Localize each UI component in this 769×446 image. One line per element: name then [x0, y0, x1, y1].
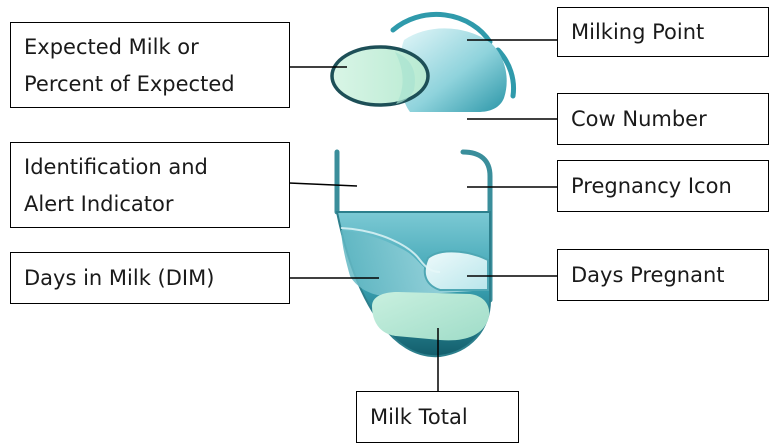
cow-number-label: Cow Number: [557, 93, 769, 145]
milking-point-icon: [390, 11, 516, 112]
oval-highlight: [395, 52, 416, 104]
leader-lines: [288, 39, 557, 391]
milking-point-label-text: Milking Point: [571, 20, 705, 44]
milk-total-shape: [372, 292, 490, 341]
cow-number-label-text: Cow Number: [571, 107, 707, 131]
days-pregnant-shape: [423, 250, 489, 291]
identification-label-line2: Alert Indicator: [24, 192, 174, 216]
identification-label: Identification and Alert Indicator: [10, 142, 290, 228]
milk-total-label-text: Milk Total: [370, 405, 468, 429]
days-in-milk-label: Days in Milk (DIM): [10, 252, 290, 304]
milking-point-label: Milking Point: [557, 7, 769, 57]
days-pregnant-label-text: Days Pregnant: [571, 263, 725, 287]
days-pregnant-label: Days Pregnant: [557, 249, 769, 301]
milk-total-label: Milk Total: [356, 391, 519, 443]
cow-cup-icon: [334, 149, 493, 358]
expected-milk-label: Expected Milk or Percent of Expected: [10, 22, 290, 108]
leader-identification: [288, 182, 358, 187]
pregnancy-icon-label: Pregnancy Icon: [557, 160, 769, 212]
expected-milk-label-line1: Expected Milk or: [24, 35, 199, 59]
identification-label-line1: Identification and: [24, 155, 208, 179]
pregnancy-icon-label-text: Pregnancy Icon: [571, 174, 732, 198]
days-in-milk-label-text: Days in Milk (DIM): [24, 266, 215, 290]
expected-milk-label-line2: Percent of Expected: [24, 72, 235, 96]
